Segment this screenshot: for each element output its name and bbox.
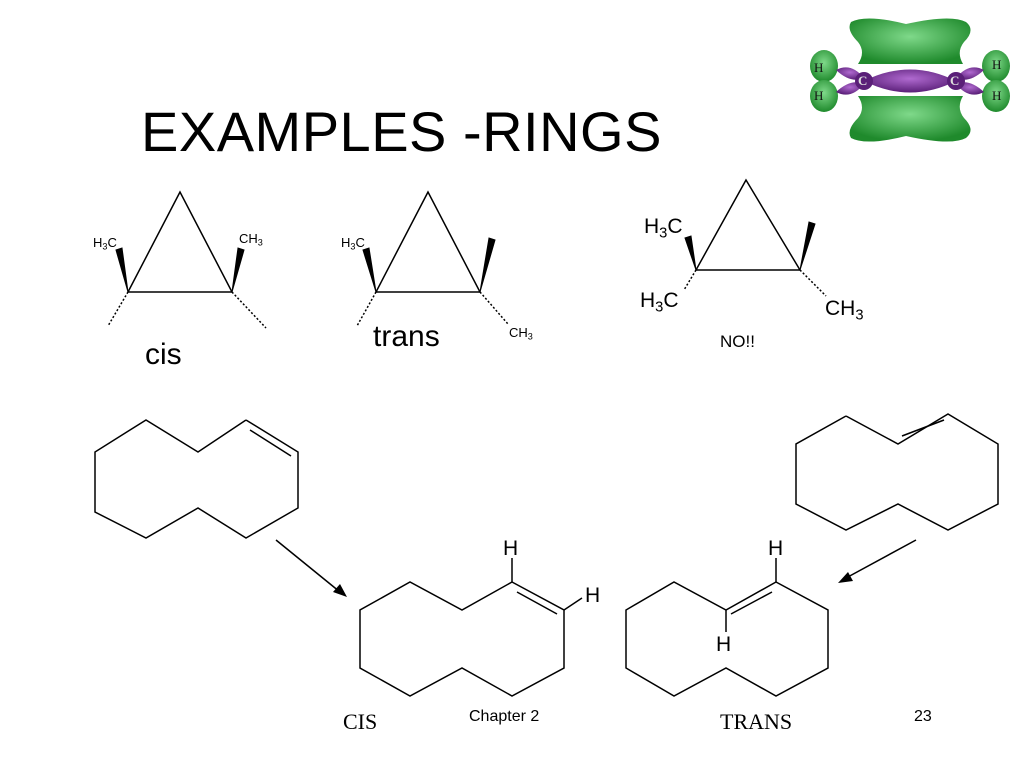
slide-title: EXAMPLES -RINGS [141,100,662,163]
orbital-atom-label: C [950,73,959,88]
arrow-right [838,539,917,583]
trans-caption: trans [373,320,440,353]
incorrect-cyclopropane [683,178,827,297]
cis-top-hydrogen: H [503,537,519,560]
cis-right-hydrogen: H [585,584,601,607]
wedge-bond [684,235,697,271]
orbital-atom-label: C [858,73,867,88]
page-number: 23 [914,708,932,725]
cis-product-ring [359,558,583,697]
orbital-atom-label: H [992,57,1001,72]
wedge-bond [231,247,245,293]
no-caption: NO!! [720,332,755,351]
ethylene-orbital-image: H H C C H H [810,18,1010,142]
cis-right-methyl: CH3 [239,231,263,248]
cis-cyclodecene-skeletal [94,419,299,539]
trans-top-hydrogen: H [768,537,784,560]
wedge-bond [479,237,496,293]
cis-caption: cis [145,338,182,371]
trans-cyclodecene-skeletal [795,413,999,531]
cis-cyclopropane [107,190,267,329]
cis-product-caption: CIS [343,709,378,734]
orbital-atom-label: H [992,88,1001,103]
hash-bond [479,291,509,325]
trans-product-caption: TRANS [720,709,793,734]
wedge-bond [115,247,129,293]
trans-left-methyl: H3C [341,235,365,252]
trans-product-ring [625,558,829,697]
no-bottom-right-methyl: CH3 [825,297,864,324]
hash-bond [107,291,129,327]
footer-chapter: Chapter 2 [469,708,540,725]
trans-bottom-methyl: CH3 [509,325,533,342]
hash-bond [231,291,267,329]
no-top-methyl: H3C [644,215,683,242]
arrow-left [275,539,347,597]
orbital-atom-label: H [814,88,823,103]
hash-bond [683,269,697,291]
trans-cyclopropane [356,190,509,327]
wedge-bond [362,247,377,293]
hash-bond [356,291,377,327]
no-bottom-left-methyl: H3C [640,289,679,316]
hash-bond [799,269,827,297]
orbital-atom-label: H [814,60,823,75]
trans-bottom-hydrogen: H [716,633,732,656]
wedge-bond [799,221,816,271]
cis-left-methyl: H3C [93,235,117,252]
